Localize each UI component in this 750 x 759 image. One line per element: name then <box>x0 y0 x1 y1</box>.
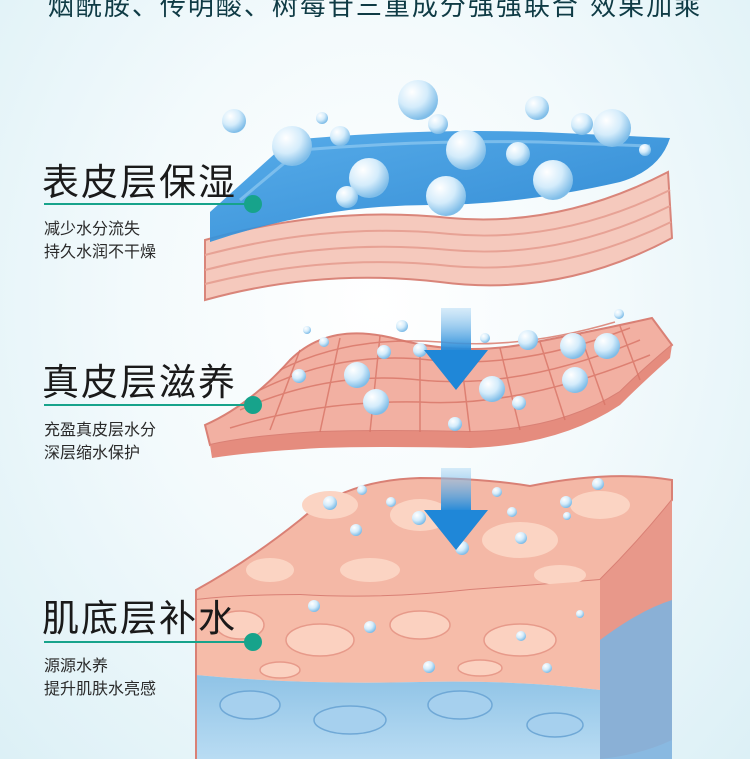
water-bubbles-bottom <box>308 478 604 673</box>
water-bubbles-top <box>222 80 651 216</box>
base-layer <box>195 475 673 759</box>
water-bubbles-middle <box>292 309 624 431</box>
dermis-layer <box>203 316 674 458</box>
banner-headline: 烟酰胺、传明酸、树莓苷三重成分强强联合 效果加乘 <box>47 0 703 22</box>
pointer-dot <box>244 195 262 213</box>
pointer-line <box>44 404 254 406</box>
layer-title-epidermis: 表皮层保湿 <box>42 161 237 204</box>
layer-title-base: 肌底层补水 <box>42 597 237 640</box>
down-arrow-icon <box>424 468 488 550</box>
layer-desc-dermis: 充盈真皮层水分 深层缩水保护 <box>44 420 157 462</box>
pointer-line <box>44 641 254 643</box>
down-arrow-icon <box>424 308 488 390</box>
layer-desc-base: 源源水养 提升肌肤水亮感 <box>44 656 157 698</box>
pointer-dot <box>244 396 262 414</box>
layer-title-dermis: 真皮层滋养 <box>42 361 237 404</box>
pointer-dot <box>244 633 262 651</box>
pointer-line <box>44 203 254 205</box>
layer-desc-epidermis: 减少水分流失 持久水润不干燥 <box>44 219 157 261</box>
